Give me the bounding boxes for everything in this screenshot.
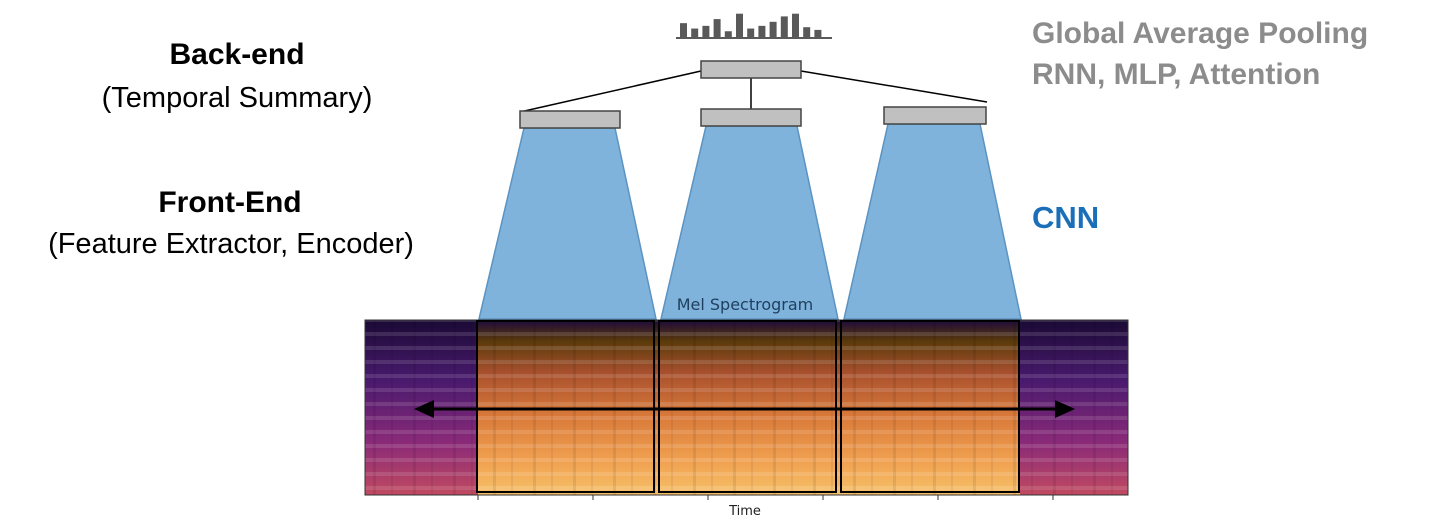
- backend-methods: Global Average Pooling RNN, MLP, Attenti…: [1032, 13, 1368, 95]
- histogram-bar: [803, 27, 811, 38]
- histogram-bar: [724, 31, 732, 38]
- window-3: [840, 320, 1020, 493]
- histogram-bar: [758, 25, 766, 38]
- window-1: [476, 320, 655, 493]
- analysis-windows: [476, 320, 1020, 493]
- summary-block: [700, 60, 802, 79]
- arrow-head-left: [414, 400, 434, 418]
- connector-left: [519, 70, 702, 113]
- histogram-bar: [713, 19, 721, 38]
- histogram-bar: [792, 13, 799, 38]
- feature-block-2: [700, 108, 802, 127]
- cnn-encoder-3: [843, 123, 1022, 320]
- frontend-subtitle: (Feature Extractor, Encoder): [48, 228, 414, 260]
- backend-subtitle: (Temporal Summary): [101, 82, 373, 114]
- histogram-bar: [680, 23, 687, 38]
- histogram-bar: [814, 29, 822, 38]
- cnn-label: CNN: [1032, 200, 1100, 235]
- backend-method-pooling: Global Average Pooling: [1032, 17, 1369, 50]
- histogram-bar: [691, 28, 699, 38]
- histogram-bar: [736, 13, 743, 38]
- spectrogram-title: Mel Spectrogram: [677, 295, 814, 314]
- histogram-bar: [747, 28, 755, 38]
- connector-lines: [519, 70, 988, 113]
- feature-block-1: [519, 110, 621, 129]
- histogram-bar: [769, 21, 777, 38]
- histogram-bar: [702, 25, 710, 38]
- backend-title: Back-end: [169, 38, 305, 71]
- backend-method-rnn: RNN, MLP, Attention: [1032, 58, 1321, 91]
- arrow-head-right: [1055, 400, 1075, 418]
- feature-block-3: [883, 106, 987, 125]
- frontend-title: Front-End: [158, 186, 302, 219]
- window-2: [658, 320, 837, 493]
- cnn-encoder-1: [478, 127, 657, 320]
- time-arrow: [414, 400, 1075, 418]
- connector-right: [800, 70, 988, 103]
- feature-blocks: [519, 60, 987, 129]
- cnn-encoders: [478, 123, 1022, 320]
- histogram-bar: [780, 16, 788, 38]
- time-axis-label: Time: [728, 504, 761, 519]
- cnn-encoder-2: [660, 125, 839, 320]
- pooled-output-histogram: [680, 13, 822, 38]
- time-axis-ticks: [477, 495, 1054, 500]
